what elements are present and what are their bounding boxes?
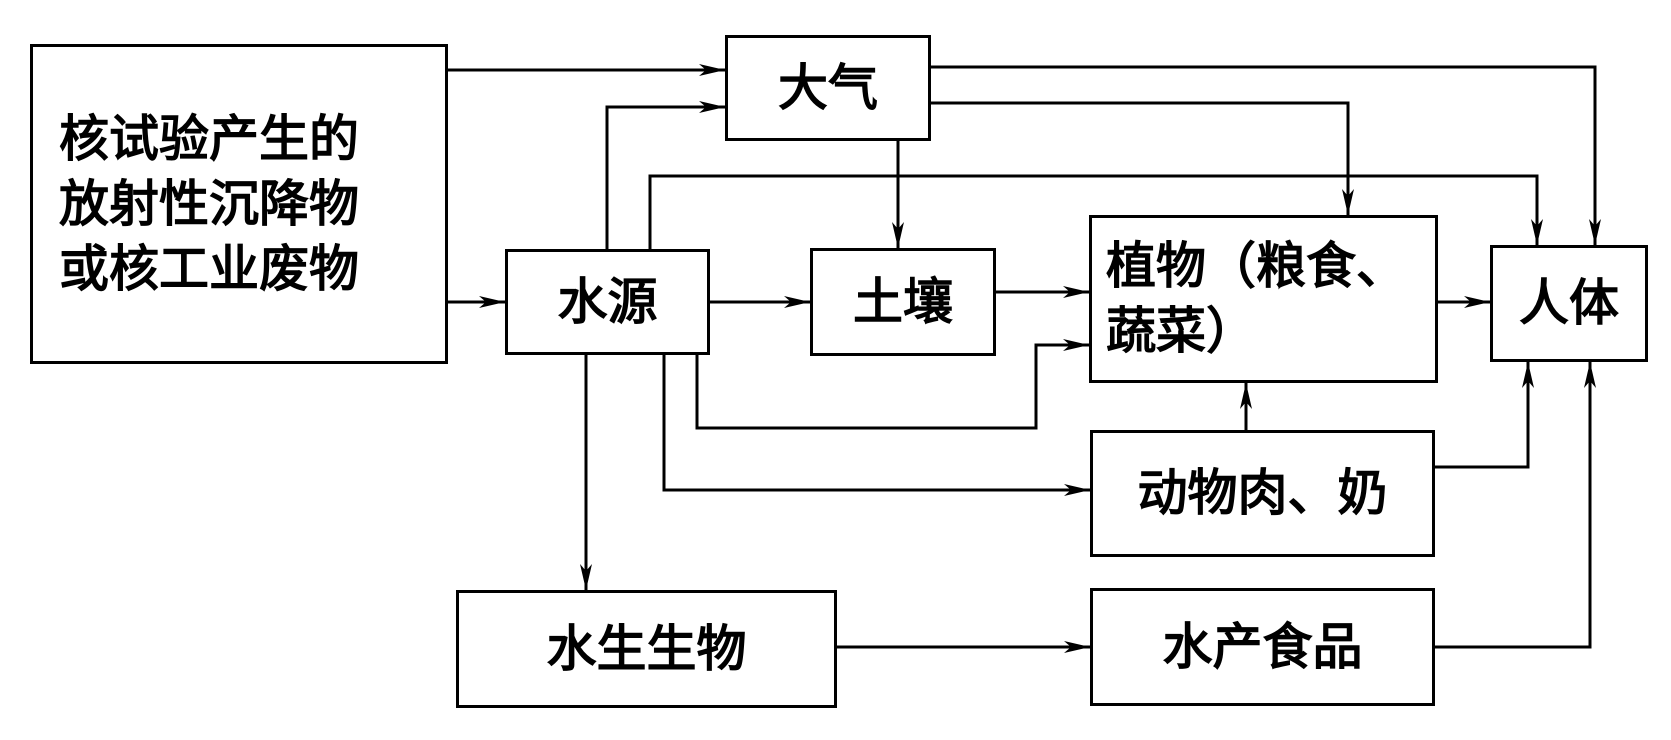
node-animal-label: 动物肉、奶 [1137, 464, 1388, 522]
node-human: 人体 [1490, 245, 1648, 362]
node-atmosphere-label: 大气 [778, 58, 878, 117]
node-plants-label: 植物（粮食、 蔬菜） [1106, 237, 1406, 360]
arrow-water-to-human [648, 174, 1543, 249]
arrow-animal-to-human [1435, 362, 1534, 469]
arrow-atmosphere-to-plants [931, 101, 1354, 215]
node-soil-label: 土壤 [853, 272, 953, 331]
node-seafood: 水产食品 [1090, 588, 1435, 706]
node-animal: 动物肉、奶 [1090, 430, 1435, 557]
arrow-water-to-animal [662, 355, 1090, 496]
node-plants: 植物（粮食、 蔬菜） [1089, 215, 1438, 383]
node-water-label: 水源 [557, 272, 658, 331]
node-aquatic-label: 水生生物 [546, 619, 747, 678]
node-human-label: 人体 [1519, 274, 1619, 332]
node-source: 核试验产生的 放射性沉降物 或核工业废物 [30, 44, 448, 364]
arrow-water-to-plants [695, 339, 1089, 430]
node-atmosphere: 大气 [725, 35, 931, 141]
node-seafood-label: 水产食品 [1162, 617, 1363, 676]
arrow-atmosphere-to-human [931, 65, 1601, 245]
node-aquatic: 水生生物 [456, 590, 837, 708]
node-soil: 土壤 [810, 248, 996, 356]
node-source-label: 核试验产生的 放射性沉降物 或核工业废物 [59, 109, 359, 298]
node-water: 水源 [505, 249, 710, 355]
arrow-seafood-to-human [1435, 362, 1596, 649]
arrow-water-to-atmosphere [605, 101, 725, 249]
